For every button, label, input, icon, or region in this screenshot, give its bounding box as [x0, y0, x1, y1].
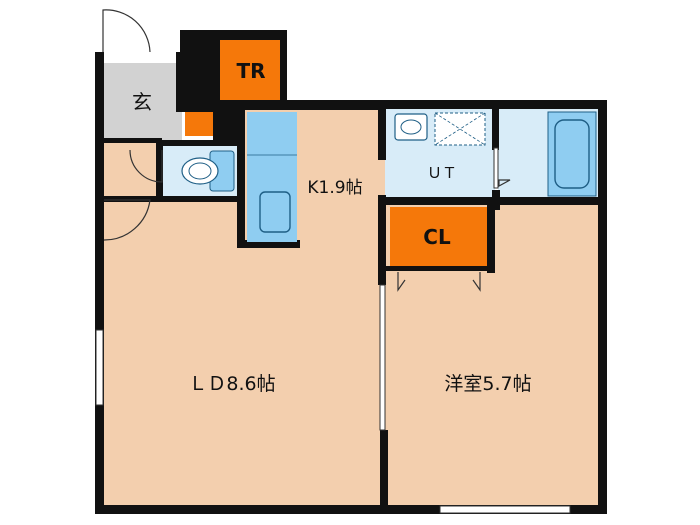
utility-label: ＵＴ [427, 164, 457, 182]
bottom-window [439, 505, 571, 514]
closet-label: CL [423, 225, 451, 249]
washing-machine-pan-icon [434, 112, 486, 146]
kitchen-sink-icon [259, 191, 291, 233]
hall-floor [102, 142, 162, 200]
toilet-icon [181, 150, 235, 192]
doors [102, 9, 511, 292]
living-dining-floor [102, 200, 385, 507]
hall-door [103, 199, 151, 241]
ut-sliding-door [493, 147, 499, 189]
living-dining-label: ＬＤ8.6帖 [188, 373, 275, 395]
toilet-door [129, 149, 163, 183]
trunk-room-label: TR [236, 59, 265, 83]
western-room-label: 洋室5.7帖 [444, 373, 531, 395]
closet-door-right [472, 272, 481, 292]
small-storage [185, 112, 213, 136]
walls [95, 30, 607, 514]
partition-sliding-door [379, 284, 386, 431]
closet-door-left [397, 272, 406, 292]
kitchen-counter [247, 112, 297, 242]
closet [390, 207, 487, 267]
entrance-label: 玄 [132, 90, 152, 114]
trunk-room [220, 40, 280, 102]
ut-door [498, 179, 511, 188]
ld-window [95, 329, 104, 406]
entrance-door [102, 9, 151, 53]
entrance-floor [102, 63, 182, 142]
kitchen-label: K1.9帖 [307, 178, 362, 198]
washbasin-icon [394, 113, 428, 141]
windows [95, 147, 571, 514]
bathtub-icon [547, 111, 597, 197]
